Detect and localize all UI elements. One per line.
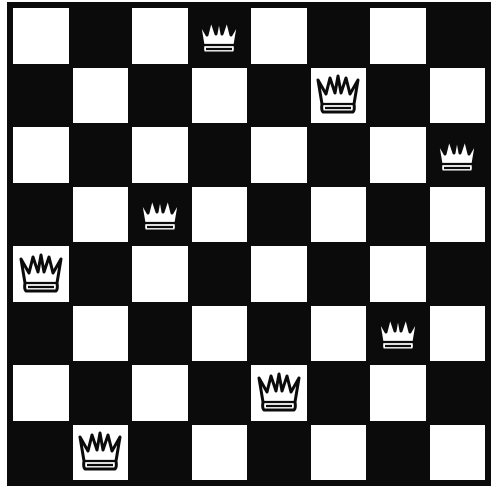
board-square[interactable] bbox=[190, 66, 250, 126]
board-square[interactable] bbox=[11, 185, 71, 245]
board-square[interactable] bbox=[130, 125, 190, 185]
board-square[interactable] bbox=[190, 125, 250, 185]
board-square[interactable] bbox=[190, 185, 250, 245]
board-square[interactable] bbox=[71, 6, 131, 66]
board-square[interactable] bbox=[309, 304, 369, 364]
queen-crown-icon[interactable] bbox=[73, 425, 129, 481]
queen-crown-icon[interactable] bbox=[251, 365, 307, 421]
board-square[interactable] bbox=[11, 125, 71, 185]
board-square[interactable] bbox=[368, 185, 428, 245]
chessboard-frame bbox=[7, 2, 491, 486]
board-square[interactable] bbox=[428, 244, 488, 304]
board-square[interactable] bbox=[190, 6, 250, 66]
board-square[interactable] bbox=[368, 6, 428, 66]
board-square[interactable] bbox=[190, 423, 250, 483]
board-square[interactable] bbox=[428, 363, 488, 423]
board-square[interactable] bbox=[428, 423, 488, 483]
queen-crown-icon[interactable] bbox=[428, 125, 488, 185]
board-square[interactable] bbox=[428, 6, 488, 66]
board-square[interactable] bbox=[190, 363, 250, 423]
board-square[interactable] bbox=[249, 125, 309, 185]
board-square[interactable] bbox=[428, 304, 488, 364]
board-square[interactable] bbox=[130, 244, 190, 304]
queen-crown-icon[interactable] bbox=[368, 304, 428, 364]
board-square[interactable] bbox=[11, 244, 71, 304]
board-square[interactable] bbox=[190, 304, 250, 364]
board-square[interactable] bbox=[71, 185, 131, 245]
board-square[interactable] bbox=[309, 66, 369, 126]
board-square[interactable] bbox=[249, 423, 309, 483]
board-square[interactable] bbox=[130, 423, 190, 483]
board-square[interactable] bbox=[368, 125, 428, 185]
board-square[interactable] bbox=[249, 185, 309, 245]
queen-crown-icon[interactable] bbox=[311, 68, 367, 124]
board-square[interactable] bbox=[190, 244, 250, 304]
board-square[interactable] bbox=[368, 363, 428, 423]
board-square[interactable] bbox=[309, 363, 369, 423]
board-square[interactable] bbox=[130, 66, 190, 126]
board-square[interactable] bbox=[309, 185, 369, 245]
board-square[interactable] bbox=[428, 185, 488, 245]
board-square[interactable] bbox=[130, 363, 190, 423]
queen-crown-icon[interactable] bbox=[130, 185, 190, 245]
board-square[interactable] bbox=[368, 244, 428, 304]
board-square[interactable] bbox=[309, 125, 369, 185]
board-square[interactable] bbox=[249, 6, 309, 66]
board-square[interactable] bbox=[130, 304, 190, 364]
board-square[interactable] bbox=[368, 304, 428, 364]
board-square[interactable] bbox=[71, 304, 131, 364]
board-square[interactable] bbox=[130, 185, 190, 245]
board-square[interactable] bbox=[71, 66, 131, 126]
board-square[interactable] bbox=[249, 66, 309, 126]
board-square[interactable] bbox=[368, 423, 428, 483]
board-square[interactable] bbox=[71, 363, 131, 423]
board-square[interactable] bbox=[71, 125, 131, 185]
queen-crown-icon[interactable] bbox=[13, 246, 69, 302]
board-square[interactable] bbox=[130, 6, 190, 66]
board-square[interactable] bbox=[309, 423, 369, 483]
queen-crown-icon[interactable] bbox=[190, 6, 250, 66]
board-square[interactable] bbox=[11, 304, 71, 364]
board-square[interactable] bbox=[249, 304, 309, 364]
board-square[interactable] bbox=[11, 363, 71, 423]
board-square[interactable] bbox=[11, 6, 71, 66]
board-square[interactable] bbox=[11, 423, 71, 483]
board-square[interactable] bbox=[11, 66, 71, 126]
board-square[interactable] bbox=[309, 6, 369, 66]
chessboard bbox=[11, 6, 487, 482]
board-square[interactable] bbox=[71, 423, 131, 483]
board-square[interactable] bbox=[368, 66, 428, 126]
board-square[interactable] bbox=[249, 244, 309, 304]
board-square[interactable] bbox=[309, 244, 369, 304]
board-square[interactable] bbox=[428, 66, 488, 126]
board-square[interactable] bbox=[249, 363, 309, 423]
board-square[interactable] bbox=[71, 244, 131, 304]
board-square[interactable] bbox=[428, 125, 488, 185]
